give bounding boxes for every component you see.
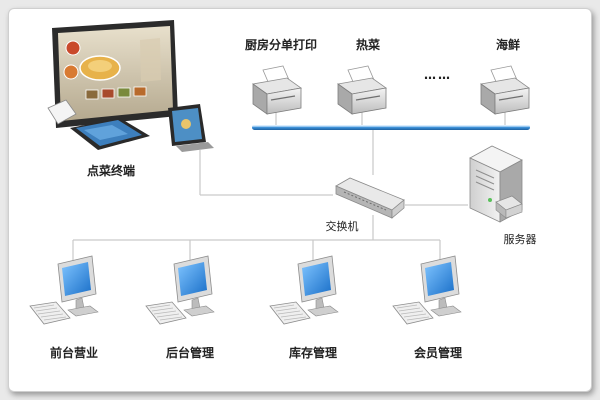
- workstation-label-back-office: 后台管理: [165, 346, 215, 360]
- server-label: 服务器: [503, 233, 537, 246]
- workstation-label-membership: 会员管理: [413, 346, 463, 360]
- printer-ellipsis: ……: [424, 68, 452, 82]
- switch-label: 交换机: [325, 220, 359, 233]
- printer-bus: [252, 125, 530, 130]
- computer-icon: [392, 255, 462, 325]
- printer-label-kitchen: 厨房分单打印: [244, 38, 318, 52]
- computer-icon: [29, 255, 99, 325]
- printer-icon: [337, 65, 387, 115]
- workstation-label-front-desk: 前台营业: [49, 346, 99, 360]
- tablet-icon: [168, 104, 214, 152]
- terminal-label: 点菜终端: [86, 164, 136, 178]
- printer-label-seafood: 海鲜: [495, 38, 521, 52]
- computer-icon: [269, 255, 339, 325]
- server-icon: [469, 145, 523, 223]
- printer-label-hot-dishes: 热菜: [355, 38, 381, 52]
- workstation-label-inventory: 库存管理: [288, 346, 338, 360]
- switch-icon: [335, 177, 405, 219]
- printer-icon: [252, 65, 302, 115]
- ordering-terminal-icon: [47, 20, 178, 150]
- computer-icon: [145, 255, 215, 325]
- printer-icon: [480, 65, 530, 115]
